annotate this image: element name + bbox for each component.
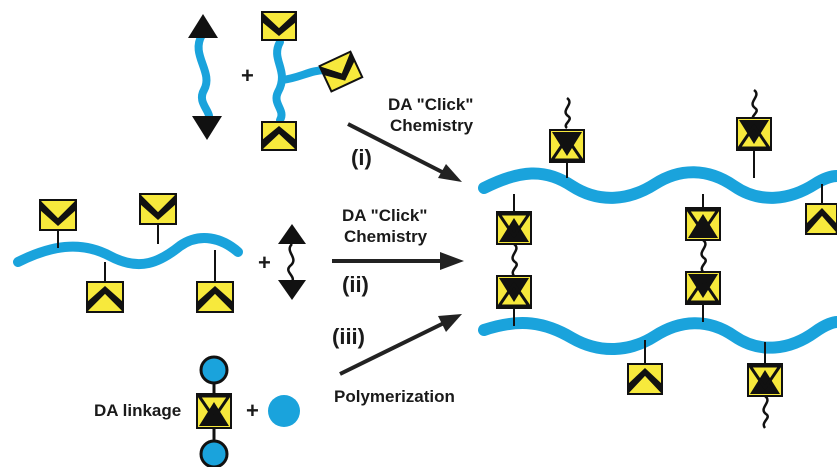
dienophile-block	[627, 340, 663, 395]
route-i-numeral: (i)	[351, 145, 372, 170]
dienophile-block	[196, 281, 234, 313]
upper-polymer-chain	[478, 166, 837, 204]
dienophile-block	[318, 50, 364, 93]
route-i-label-line1: DA "Click"	[388, 95, 473, 114]
da-linkage-label: DA linkage	[94, 401, 181, 420]
crosslinked-network	[478, 89, 837, 429]
route-iii-arrow: (iii) Polymerization	[332, 314, 462, 406]
dienophile-block	[261, 121, 297, 151]
bis-diene-small-linker	[278, 224, 306, 300]
route-i-reactants: +	[188, 11, 364, 151]
route-i-label-line2: Chemistry	[390, 116, 474, 135]
da-linkage-monomer	[196, 355, 232, 467]
dienophile-block	[261, 11, 297, 41]
da-adduct-top-left	[549, 97, 585, 178]
dienophile-block	[139, 193, 177, 225]
da-adduct-top-right	[736, 89, 772, 178]
route-ii-reactants: +	[13, 193, 306, 313]
crosslink-right	[685, 194, 721, 322]
lower-polymer-chain	[478, 316, 837, 355]
dienophile-block	[86, 281, 124, 313]
diene-triangle-icon	[192, 116, 222, 140]
route-ii-numeral: (ii)	[342, 272, 369, 297]
da-adduct-bottom-right	[747, 342, 783, 429]
plus-sign: +	[241, 63, 254, 88]
diene-triangle-icon	[278, 224, 306, 244]
route-iii-caption: Polymerization	[334, 387, 455, 406]
crosslink-left	[496, 194, 532, 326]
plus-sign: +	[258, 250, 271, 275]
bis-diene-linker	[188, 14, 222, 140]
dienophile-polymer-chain	[13, 193, 243, 313]
comonomer-circle	[268, 395, 300, 427]
diene-triangle-icon	[188, 14, 218, 38]
route-ii-label-line1: DA "Click"	[342, 206, 427, 225]
route-iii-numeral: (iii)	[332, 324, 365, 349]
dienophile-block	[805, 184, 837, 235]
plus-sign: +	[246, 398, 259, 423]
tris-dienophile-linker	[261, 11, 364, 151]
route-i-arrow: DA "Click" Chemistry (i)	[347, 95, 474, 182]
diene-triangle-icon	[278, 280, 306, 300]
route-ii-arrow: DA "Click" Chemistry (ii)	[332, 206, 464, 297]
route-iii-reactants: DA linkage +	[94, 355, 300, 467]
route-ii-label-line2: Chemistry	[344, 227, 428, 246]
dienophile-block	[39, 199, 77, 231]
